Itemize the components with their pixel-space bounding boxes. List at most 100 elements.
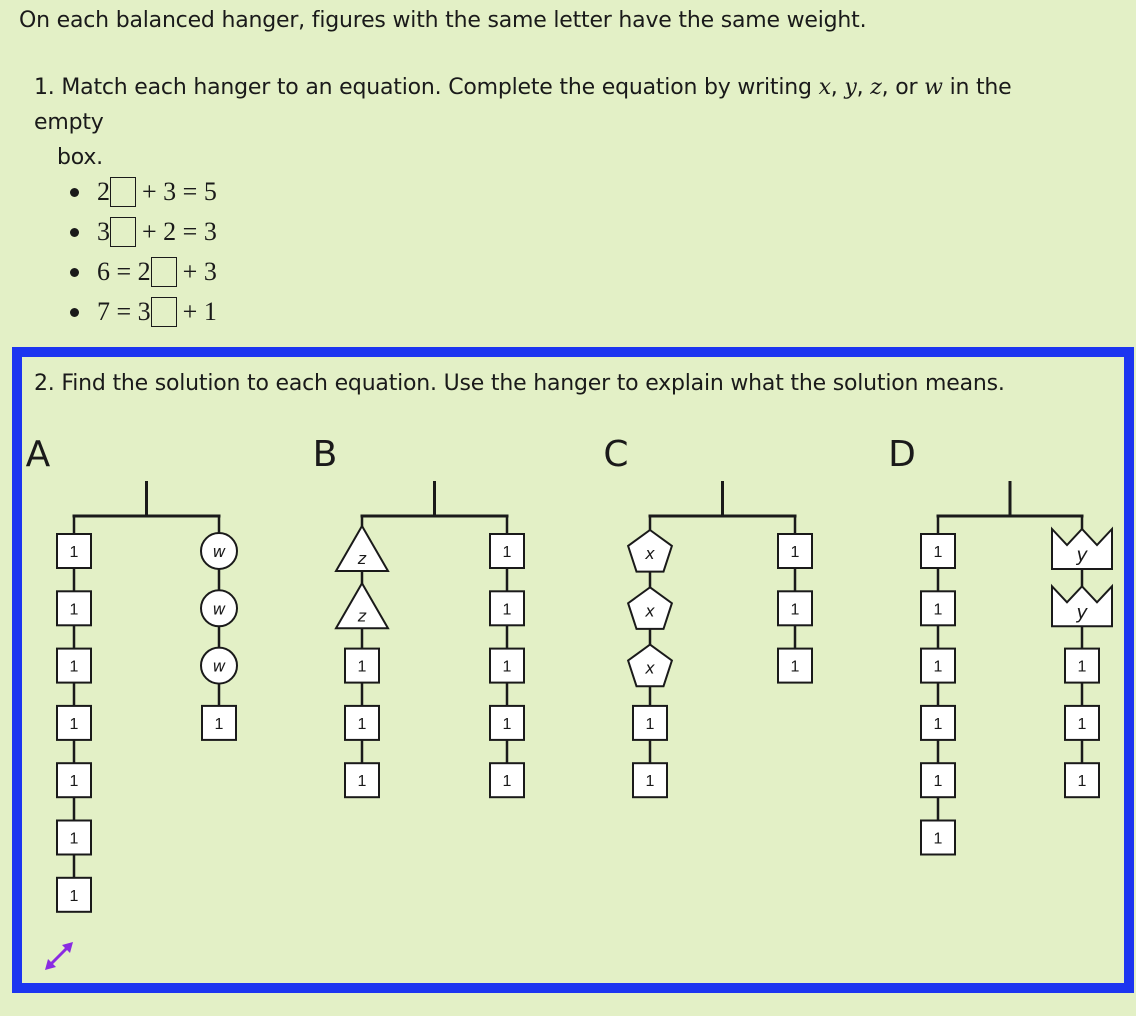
unit-weight: 1 (920, 762, 956, 799)
svg-text:1: 1 (934, 659, 943, 676)
svg-text:1: 1 (503, 544, 512, 561)
svg-text:1: 1 (503, 659, 512, 676)
svg-text:x: x (644, 544, 655, 563)
equation-before: 6 = 2 (97, 257, 151, 286)
svg-text:1: 1 (934, 716, 943, 733)
unit-weight: 1 (56, 704, 92, 741)
svg-text:1: 1 (934, 544, 943, 561)
variable-x: x (818, 75, 831, 100)
hanger-d: D 1 1 1 1 1 1 y y 1 1 1 (888, 434, 1113, 856)
unit-weight: 1 (1064, 762, 1100, 799)
unit-weight: 1 (56, 647, 92, 684)
svg-text:z: z (357, 549, 367, 568)
variable-w: w (924, 75, 943, 100)
svg-text:y: y (1075, 601, 1088, 623)
unit-weight: 1 (777, 533, 813, 569)
hanger-label: B (313, 434, 338, 475)
equation-item: 3 + 2 = 3 (68, 212, 217, 252)
equation-after: + 3 = 5 (142, 177, 217, 206)
svg-text:1: 1 (1078, 773, 1087, 790)
comma: , (830, 75, 838, 100)
unit-weight: 1 (489, 762, 525, 799)
unit-weight: 1 (632, 704, 668, 741)
intro-text: On each balanced hanger, figures with th… (19, 8, 867, 33)
unit-weight: 1 (632, 762, 668, 799)
triangle-weight-z: z (334, 581, 390, 630)
circle-weight-w: w (200, 532, 238, 570)
unit-weight: 1 (56, 819, 92, 856)
answer-box[interactable] (150, 297, 177, 327)
unit-weight: 1 (920, 647, 956, 684)
unit-weight: 1 (344, 762, 380, 799)
svg-text:1: 1 (70, 544, 79, 561)
circle-weight-w: w (200, 646, 238, 685)
answer-box[interactable] (150, 257, 177, 287)
question-1: 1. Match each hanger to an equation. Com… (34, 70, 1084, 175)
pentagon-weight-x: x (626, 643, 674, 688)
bullet (70, 267, 79, 277)
equation-before: 2 (97, 177, 110, 206)
variable-z: z (870, 75, 882, 100)
unit-weight: 1 (1064, 704, 1100, 741)
bullet (70, 307, 79, 317)
svg-text:1: 1 (70, 831, 79, 848)
answer-box[interactable] (110, 217, 136, 247)
variable-y: y (844, 75, 857, 100)
svg-text:z: z (357, 606, 367, 625)
svg-text:y: y (1075, 544, 1088, 566)
svg-text:1: 1 (70, 601, 79, 618)
svg-text:1: 1 (934, 831, 943, 848)
svg-text:1: 1 (1078, 659, 1087, 676)
svg-text:w: w (212, 657, 226, 676)
triangle-weight-z: z (334, 524, 390, 572)
unit-weight: 1 (489, 533, 525, 569)
svg-text:1: 1 (1078, 716, 1087, 733)
bullet (70, 187, 79, 197)
unit-weight: 1 (920, 704, 956, 741)
svg-text:1: 1 (70, 716, 79, 733)
svg-text:1: 1 (215, 716, 224, 733)
svg-text:1: 1 (358, 773, 367, 790)
unit-weight: 1 (56, 876, 92, 913)
unit-weight: 1 (920, 533, 956, 569)
svg-text:1: 1 (646, 716, 655, 733)
unit-weight: 1 (920, 590, 956, 627)
answer-box[interactable] (110, 177, 136, 207)
svg-text:x: x (644, 601, 655, 620)
equation-list: 2 + 3 = 5 3 + 2 = 3 6 = 2 + 3 7 = 3+ 1 (68, 172, 217, 332)
equation-before: 7 = 3 (97, 297, 151, 326)
hanger-label: D (888, 434, 916, 475)
equation-after: + 3 (182, 257, 217, 286)
pentagon-weight-x: x (626, 586, 674, 630)
crown-weight-y: y (1051, 526, 1113, 570)
unit-weight: 1 (56, 533, 92, 569)
unit-weight: 1 (201, 704, 237, 741)
question-2: 2. Find the solution to each equation. U… (34, 371, 1005, 396)
svg-text:1: 1 (358, 659, 367, 676)
svg-text:1: 1 (791, 659, 800, 676)
svg-text:1: 1 (503, 716, 512, 733)
unit-weight: 1 (56, 762, 92, 799)
pentagon-weight-x: x (626, 528, 674, 573)
comma-or: , or (881, 75, 918, 100)
svg-text:1: 1 (791, 544, 800, 561)
svg-text:1: 1 (70, 773, 79, 790)
equation-item: 7 = 3+ 1 (68, 292, 217, 332)
question-1-text: Match each hanger to an equation. Comple… (61, 75, 812, 100)
equation-after: + 2 = 3 (142, 217, 217, 246)
question-1-text-wrap: box. (57, 145, 103, 170)
bullet (70, 227, 79, 237)
svg-text:1: 1 (934, 773, 943, 790)
unit-weight: 1 (489, 590, 525, 627)
unit-weight: 1 (56, 590, 92, 627)
expand-icon[interactable] (43, 940, 75, 972)
svg-text:1: 1 (503, 601, 512, 618)
svg-text:1: 1 (70, 659, 79, 676)
unit-weight: 1 (489, 704, 525, 741)
equation-before: 3 (97, 217, 110, 246)
unit-weight: 1 (777, 590, 813, 627)
focus-frame (12, 347, 1134, 993)
question-1-number: 1. (34, 75, 55, 100)
